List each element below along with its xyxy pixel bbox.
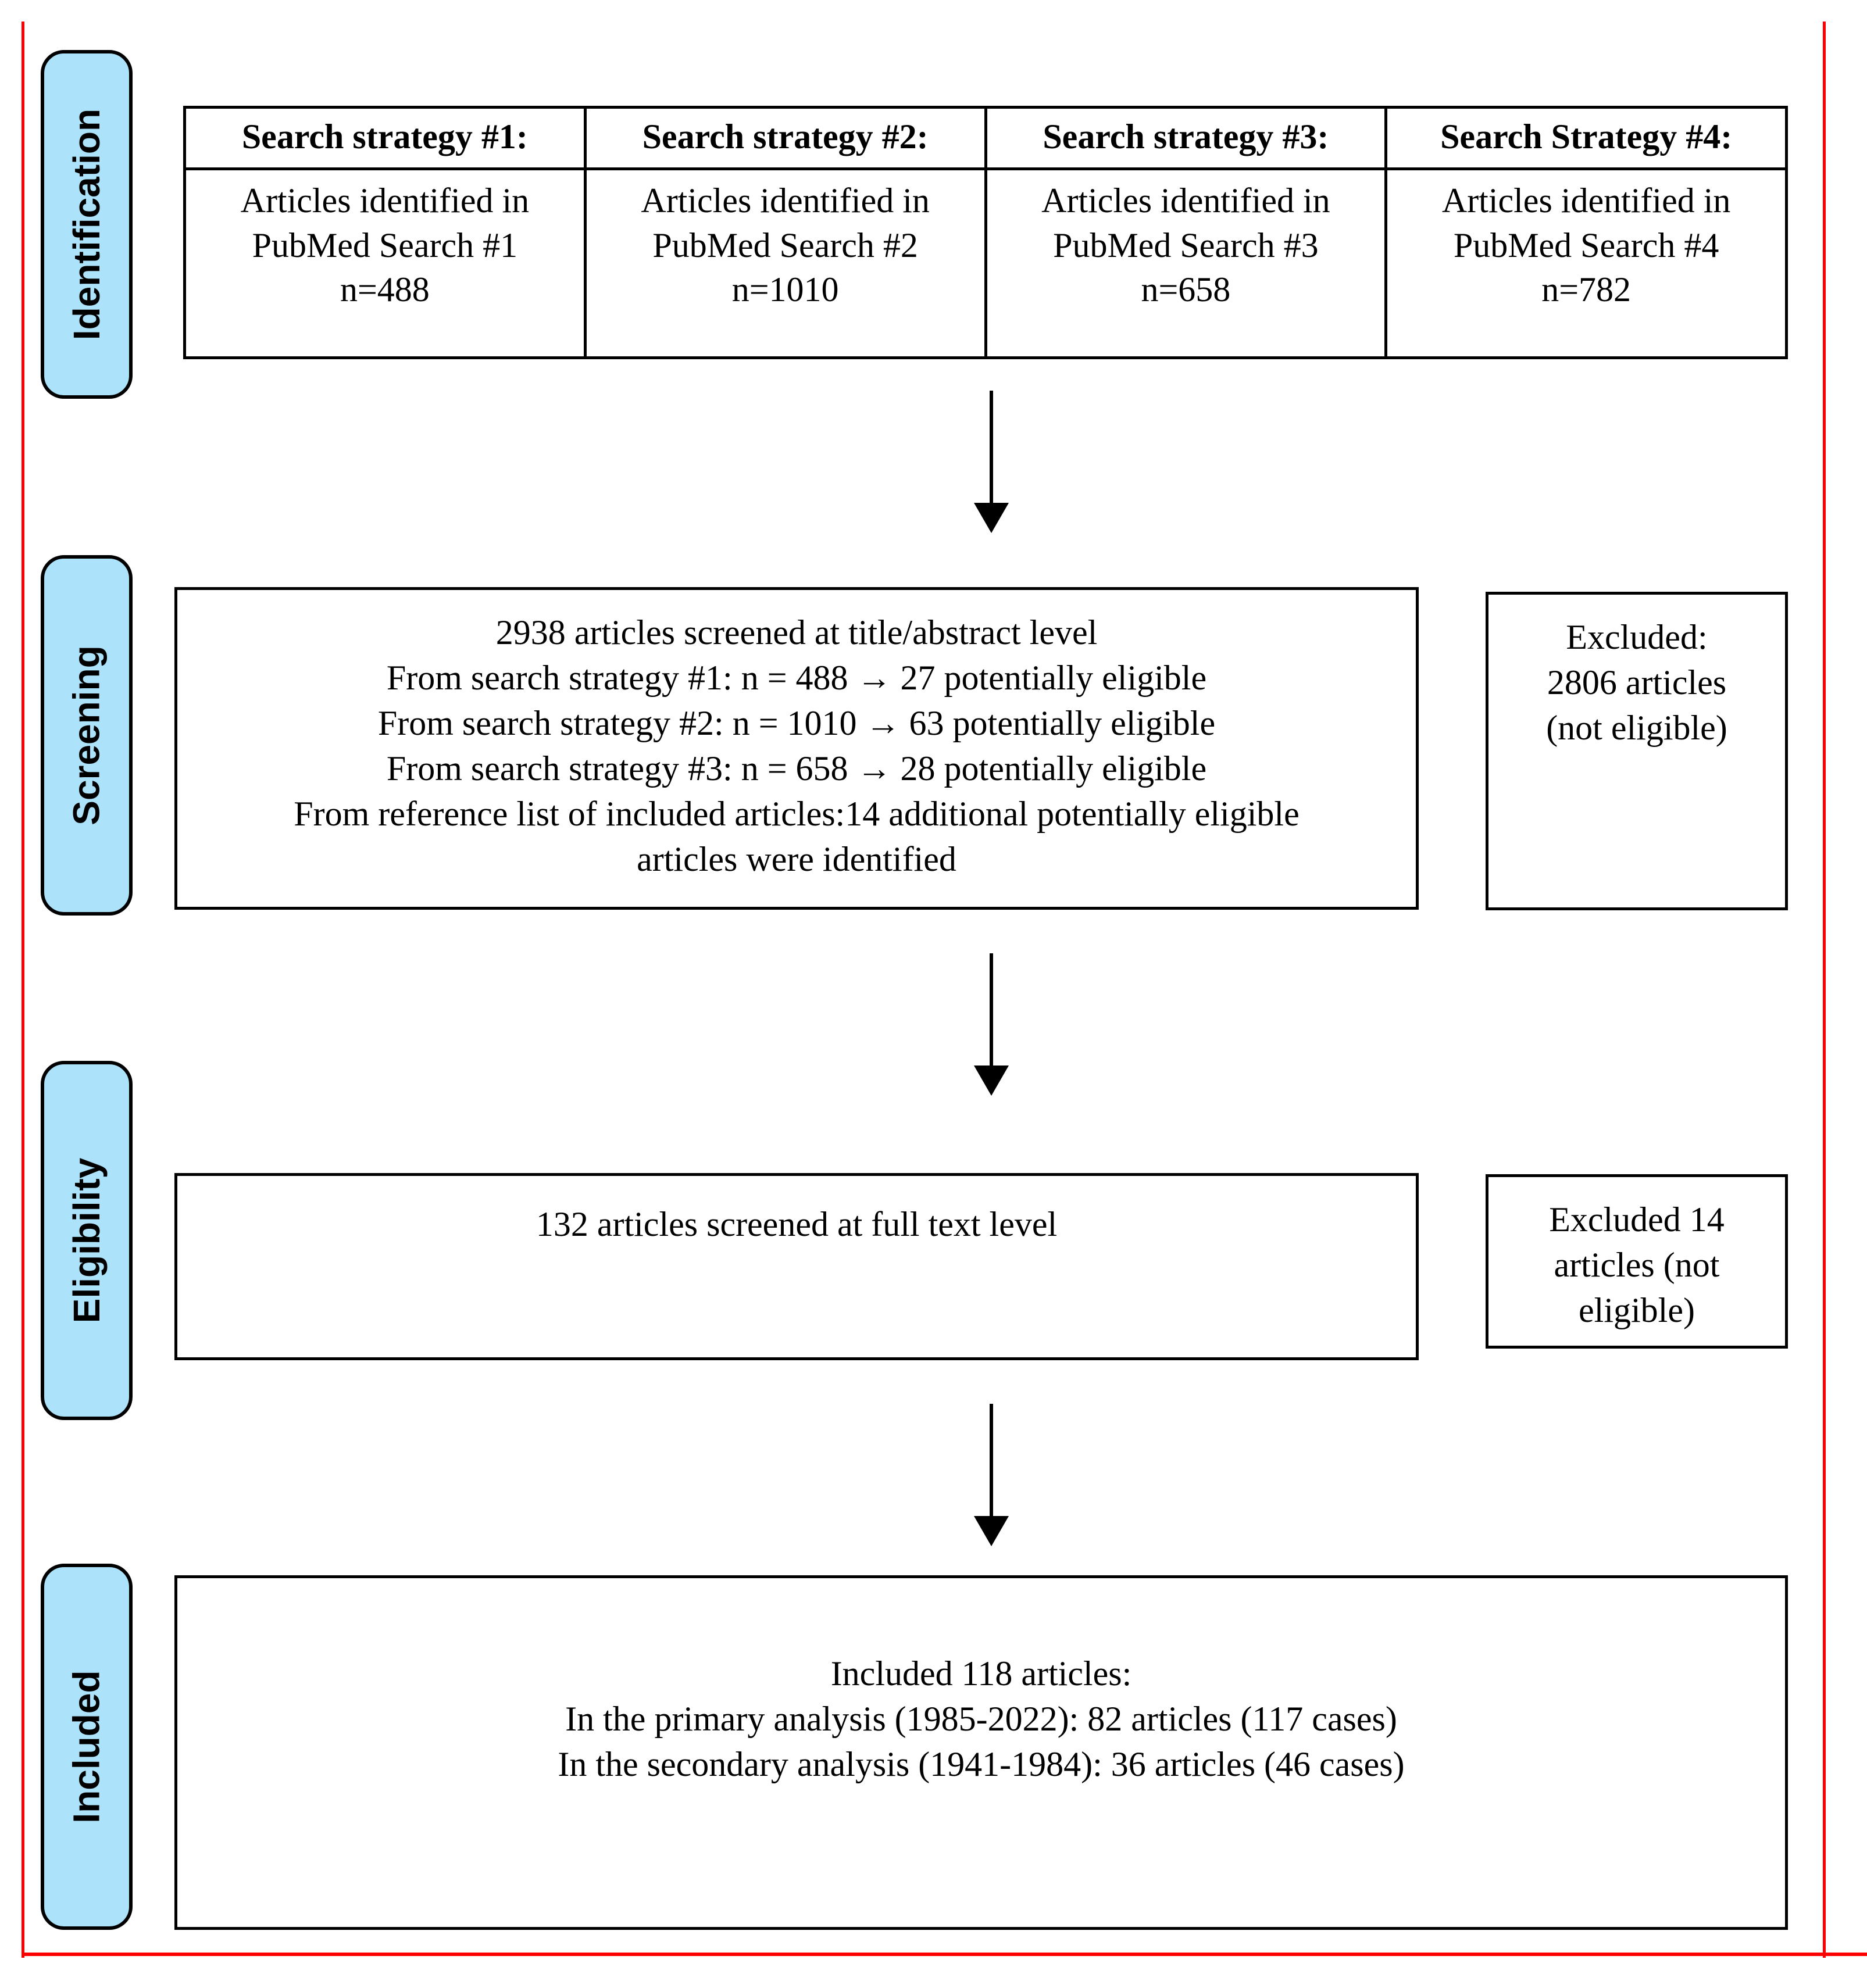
screening-excluded-box: Excluded: 2806 articles (not eligible)	[1486, 592, 1788, 910]
eligibility-box: 132 articles screened at full text level	[174, 1173, 1419, 1360]
screening-box-text: 2938 articles screened at title/abstract…	[177, 590, 1416, 882]
identification-body-row: Articles identified in PubMed Search #1 …	[183, 167, 1788, 359]
identification-cell-4-line2: PubMed Search #4	[1453, 226, 1719, 264]
arrow-eligibility-to-included	[974, 1404, 1009, 1546]
arrow-head-icon	[974, 503, 1009, 533]
eligibility-line-1: 132 articles screened at full text level	[536, 1205, 1058, 1243]
arrow-shaft	[990, 391, 993, 504]
included-box-text: Included 118 articles: In the primary an…	[177, 1578, 1785, 1787]
identification-cell-3-line1: Articles identified in	[1041, 181, 1330, 220]
identification-cell-1-line2: PubMed Search #1	[252, 226, 518, 264]
identification-cell-3: Articles identified in PubMed Search #3 …	[984, 167, 1388, 359]
identification-header-2: Search strategy #2:	[583, 106, 987, 170]
identification-header-3: Search strategy #3:	[984, 106, 1388, 170]
screening-excluded-line-2: 2806 articles	[1547, 663, 1727, 702]
arrow-shaft	[990, 1404, 993, 1517]
screening-line-1: 2938 articles screened at title/abstract…	[495, 613, 1098, 652]
identification-header-4: Search Strategy #4:	[1384, 106, 1788, 170]
screening-excluded-line-3: (not eligible)	[1546, 709, 1727, 747]
arrow-shaft	[990, 953, 993, 1067]
identification-cell-3-line2: PubMed Search #3	[1053, 226, 1319, 264]
identification-table: Search strategy #1: Search strategy #2: …	[183, 106, 1788, 359]
identification-cell-2-count: n=1010	[731, 270, 839, 309]
screening-line-2: From search strategy #1: n = 488 → 27 po…	[386, 659, 1207, 697]
screening-line-3: From search strategy #2: n = 1010 → 63 p…	[377, 704, 1216, 742]
screening-line-5: From reference list of included articles…	[294, 795, 1300, 833]
screening-excluded-line-1: Excluded:	[1566, 618, 1708, 656]
included-line-2: In the primary analysis (1985-2022): 82 …	[565, 1700, 1397, 1738]
frame-right-rule	[1823, 22, 1826, 1958]
screening-box: 2938 articles screened at title/abstract…	[174, 587, 1419, 910]
screening-excluded-text: Excluded: 2806 articles (not eligible)	[1488, 595, 1785, 750]
stage-tab-included-label: Included	[66, 1670, 108, 1823]
screening-line-6: articles were identified	[637, 840, 956, 878]
eligibility-excluded-text: Excluded 14 articles (not eligible)	[1488, 1177, 1785, 1333]
eligibility-excluded-box: Excluded 14 articles (not eligible)	[1486, 1174, 1788, 1349]
identification-cell-2-line1: Articles identified in	[641, 181, 930, 220]
eligibility-box-text: 132 articles screened at full text level	[177, 1176, 1416, 1247]
frame-bottom-rule	[22, 1953, 1867, 1956]
screening-line-4: From search strategy #3: n = 658 → 28 po…	[386, 749, 1207, 788]
identification-cell-4-count: n=782	[1541, 270, 1632, 309]
identification-header-1: Search strategy #1:	[183, 106, 587, 170]
eligibility-excluded-line-2: articles (not	[1554, 1246, 1720, 1284]
eligibility-excluded-line-1: Excluded 14	[1549, 1200, 1725, 1239]
identification-cell-1-count: n=488	[340, 270, 430, 309]
stage-tab-eligibility-label: Eligibility	[66, 1157, 108, 1324]
stage-tab-identification-label: Identification	[66, 108, 108, 341]
eligibility-excluded-line-3: eligible)	[1579, 1291, 1695, 1329]
arrow-head-icon	[974, 1065, 1009, 1096]
identification-cell-4: Articles identified in PubMed Search #4 …	[1384, 167, 1788, 359]
stage-tab-included: Included	[41, 1564, 133, 1930]
stage-tab-eligibility: Eligibility	[41, 1061, 133, 1420]
frame-left-rule	[22, 22, 24, 1958]
arrow-screening-to-eligibility	[974, 953, 1009, 1096]
identification-header-row: Search strategy #1: Search strategy #2: …	[183, 106, 1788, 170]
identification-cell-2: Articles identified in PubMed Search #2 …	[583, 167, 987, 359]
identification-cell-3-count: n=658	[1141, 270, 1231, 309]
identification-cell-4-line1: Articles identified in	[1441, 181, 1731, 220]
stage-tab-screening: Screening	[41, 555, 133, 916]
included-line-3: In the secondary analysis (1941-1984): 3…	[558, 1745, 1405, 1783]
identification-cell-1-line1: Articles identified in	[240, 181, 530, 220]
stage-tab-screening-label: Screening	[66, 645, 108, 825]
stage-tab-identification: Identification	[41, 50, 133, 399]
included-line-1: Included 118 articles:	[830, 1654, 1132, 1693]
identification-cell-1: Articles identified in PubMed Search #1 …	[183, 167, 587, 359]
arrow-head-icon	[974, 1516, 1009, 1546]
arrow-identification-to-screening	[974, 391, 1009, 533]
identification-cell-2-line2: PubMed Search #2	[652, 226, 918, 264]
included-box: Included 118 articles: In the primary an…	[174, 1575, 1788, 1930]
